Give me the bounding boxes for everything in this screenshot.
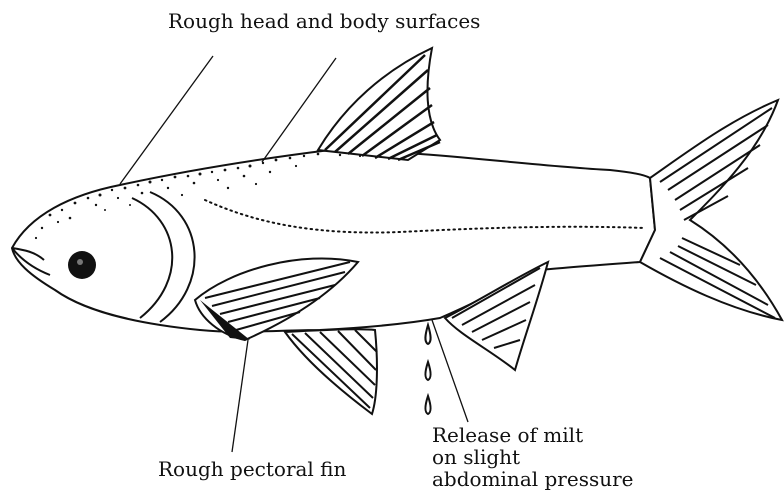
label-rough-pectoral-fin: Rough pectoral fin [158, 458, 346, 480]
gill-cover [132, 192, 195, 322]
leader-milt [432, 320, 468, 422]
pectoral-fin [195, 258, 358, 340]
fish-eye [68, 251, 96, 279]
fish-body-outline [12, 150, 655, 332]
anal-fin [445, 262, 548, 370]
caudal-fin [640, 100, 782, 320]
label-milt-line-1: Release of milt [432, 424, 634, 446]
pelvic-fin [285, 329, 377, 414]
rough-surface-stipple [35, 153, 361, 239]
label-milt-line-2: on slight [432, 446, 634, 468]
label-milt-release: Release of milt on slight abdominal pres… [432, 424, 634, 490]
label-milt-line-3: abdominal pressure [432, 468, 634, 490]
droplet-icon [425, 325, 430, 414]
lateral-line [205, 200, 645, 233]
dorsal-fin [318, 48, 440, 160]
leader-head [120, 56, 213, 184]
leader-pectoral [232, 340, 248, 452]
label-rough-head: Rough head and body surfaces [168, 10, 480, 32]
